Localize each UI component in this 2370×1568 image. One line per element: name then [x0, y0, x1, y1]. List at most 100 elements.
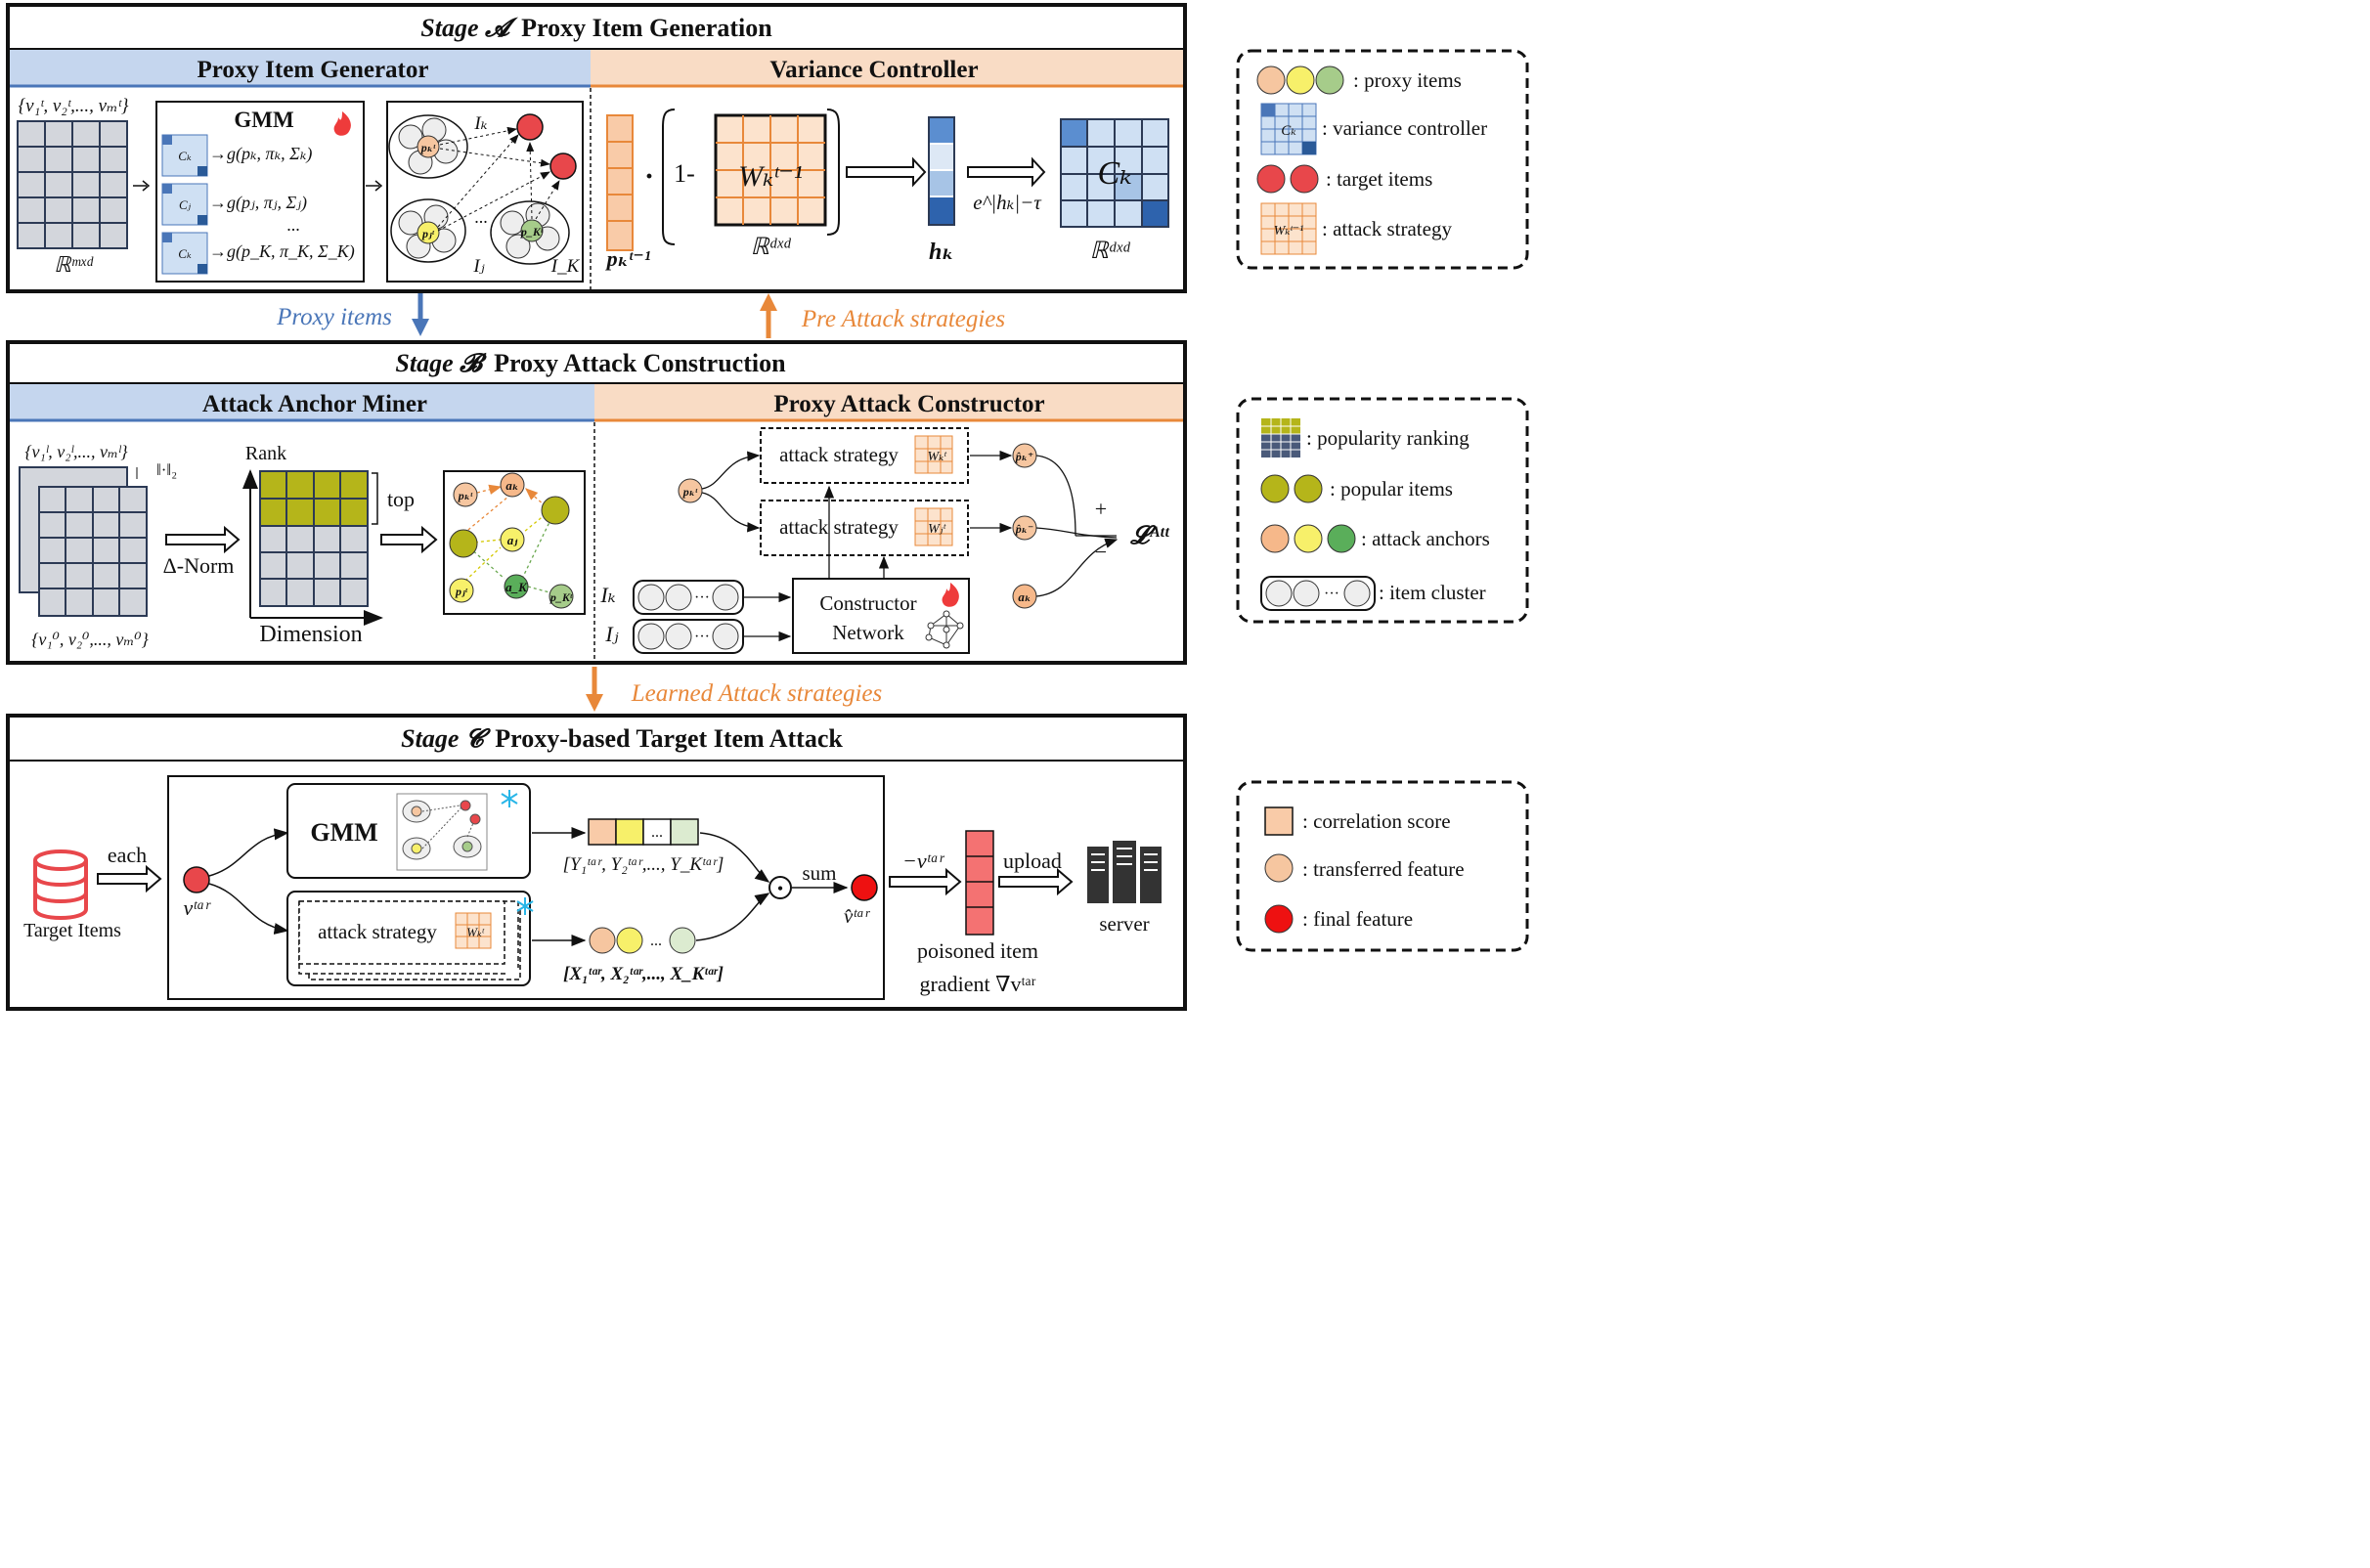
snowflake-icon [516, 897, 534, 915]
legend-attack-anchors: : attack anchors [1361, 527, 1490, 550]
svg-text:GMM: GMM [310, 818, 377, 847]
network-icon [925, 610, 964, 649]
legend-popularity-glyph [1261, 418, 1300, 457]
variance-controller-title: Variance Controller [769, 57, 978, 83]
item-cluster-j: ··· [633, 619, 744, 654]
legend-stage-a: : proxy items Cₖ : variance controller :… [1236, 49, 1529, 270]
anchor-node-proxy-j [449, 578, 474, 603]
server-icon [1087, 841, 1162, 903]
legend-variance-controller: : variance controller [1322, 116, 1487, 140]
legend-final-feature: : final feature [1302, 907, 1413, 931]
svg-text:Wₖᵗ: Wₖᵗ [466, 925, 485, 939]
gmm-label: GMM [234, 108, 294, 132]
exp-formula: e^|hₖ|−τ [973, 191, 1042, 214]
gmm-frozen-box: GMM [286, 783, 531, 879]
top-label: top [387, 487, 415, 511]
attack-loss: 𝓛ᴬᵗᵗ [1129, 521, 1170, 549]
proxy-attack-constructor-title: Proxy Attack Constructor [773, 391, 1044, 417]
legend-popular-items: : popular items [1330, 477, 1453, 501]
minus-sign: − [1095, 540, 1107, 564]
popular-item-node [541, 496, 570, 525]
target-items-label: Target Items [23, 920, 121, 941]
legend-item-cluster: : item cluster [1379, 581, 1486, 604]
server-label: server [1099, 912, 1149, 936]
legend-item-cluster-glyph: ··· [1260, 576, 1376, 611]
svg-text:•: • [777, 881, 783, 897]
attack-strategy-frozen-box: attack strategy Wₖᵗ [286, 891, 531, 986]
svg-text:Wₖᵗ⁻¹: Wₖᵗ⁻¹ [1274, 224, 1304, 239]
svg-text:pₖᵗ: pₖᵗ [420, 141, 436, 154]
variance-controller-header [591, 50, 1183, 85]
proxy-input-node [678, 478, 703, 503]
arrow-icon [366, 180, 383, 192]
delta-norm-label: Δ-Norm [163, 553, 235, 578]
anchor-node-proxy-k [453, 482, 478, 507]
legend-variance-controller-glyph: Cₖ [1260, 103, 1317, 155]
constructor-network-box: Constructor Network [792, 578, 970, 654]
target-item-node [516, 113, 544, 141]
svg-text:p_Kᵗ: p_Kᵗ [549, 590, 573, 604]
fire-icon [333, 111, 351, 136]
covariance-block-K: Cₖ [161, 232, 208, 275]
hadamard-operator [768, 876, 792, 899]
svg-text:···: ··· [694, 629, 710, 645]
cluster-input-label-k: Iₖ [599, 583, 615, 607]
attack-anchor-miner-title: Attack Anchor Miner [202, 391, 427, 417]
attack-strategy-positive: attack strategy Wₖᵗ [760, 427, 969, 484]
item-cluster-k: ··· [633, 580, 744, 615]
transferred-feature-set: [X₁ᵗᵃʳ, X₂ᵗᵃʳ,..., X_Kᵗᵃʳ] [563, 964, 724, 984]
popular-item-node [449, 529, 478, 558]
legend-target-items: : target items [1326, 167, 1432, 191]
legend-stage-c: : correlation score : transferred featur… [1236, 780, 1529, 952]
svg-text:aₖ: aₖ [505, 478, 518, 493]
hollow-arrow-icon [165, 525, 241, 554]
svg-text:Wⱼᵗ: Wⱼᵗ [928, 522, 946, 537]
plus-sign: + [1095, 497, 1107, 521]
svg-text:Wₖᵗ⁻¹: Wₖᵗ⁻¹ [738, 160, 803, 193]
dimension-axis-label: Dimension [259, 622, 362, 647]
svg-text:Cₖ: Cₖ [1097, 155, 1131, 192]
attack-strategy-negative: attack strategy Wⱼᵗ [760, 500, 969, 556]
cluster-input-label-j: Iⱼ [604, 622, 618, 646]
anchor-node-a-j [500, 527, 525, 552]
upload-label: upload [1003, 849, 1062, 873]
matrix-dimension: ℝᵐˣᵈ [54, 252, 94, 277]
flow-b-to-c: Learned Attack strategies [586, 667, 882, 712]
poisoned-item-label: poisoned item [917, 938, 1038, 963]
cluster-K: p_Kᵗ [490, 200, 570, 265]
cluster-label-k: Iₖ [473, 113, 487, 134]
svg-text:pⱼᵗ: pⱼᵗ [421, 227, 435, 240]
hollow-arrow-icon [967, 156, 1046, 188]
learned-attack-flow-label: Learned Attack strategies [631, 680, 882, 707]
svg-text:...: ... [651, 824, 663, 841]
dot-operator: · [644, 160, 654, 193]
proxy-item-generator-title: Proxy Item Generator [198, 57, 429, 83]
h-vector [928, 116, 955, 226]
cluster-k: pₖᵗ [388, 114, 468, 179]
legend-stage-b: : popularity ranking : popular items : a… [1236, 397, 1529, 624]
svg-text:pₖᵗ: pₖᵗ [682, 485, 698, 499]
covariance-block-k: Cₖ [161, 134, 208, 177]
h-vector-label: hₖ [929, 240, 954, 265]
svg-text:p̂ₖ⁺: p̂ₖ⁺ [1015, 450, 1034, 463]
svg-text:···: ··· [1324, 586, 1339, 602]
strategy-dimension: ℝᵈˣᵈ [751, 235, 792, 260]
sum-label: sum [802, 861, 836, 885]
anchor-node-a-K [504, 574, 529, 599]
svg-text:Network: Network [832, 621, 904, 644]
cluster-ellipsis: ... [474, 207, 488, 227]
layer-set-top: {v₁ˡ, v₂ˡ,..., vₘˡ} [24, 442, 128, 461]
pre-attack-flow-label: Pre Attack strategies [801, 306, 1005, 332]
covariance-block-j: Cⱼ [161, 183, 208, 226]
hollow-arrow-icon [889, 867, 962, 896]
target-vector-node [183, 866, 210, 893]
right-paren [826, 109, 840, 236]
legend-proxy-items: : proxy items [1353, 68, 1462, 92]
variance-dimension: ℝᵈˣᵈ [1090, 239, 1131, 264]
legend-attack-strategy: : attack strategy [1322, 217, 1452, 240]
final-feature-node [851, 874, 878, 901]
